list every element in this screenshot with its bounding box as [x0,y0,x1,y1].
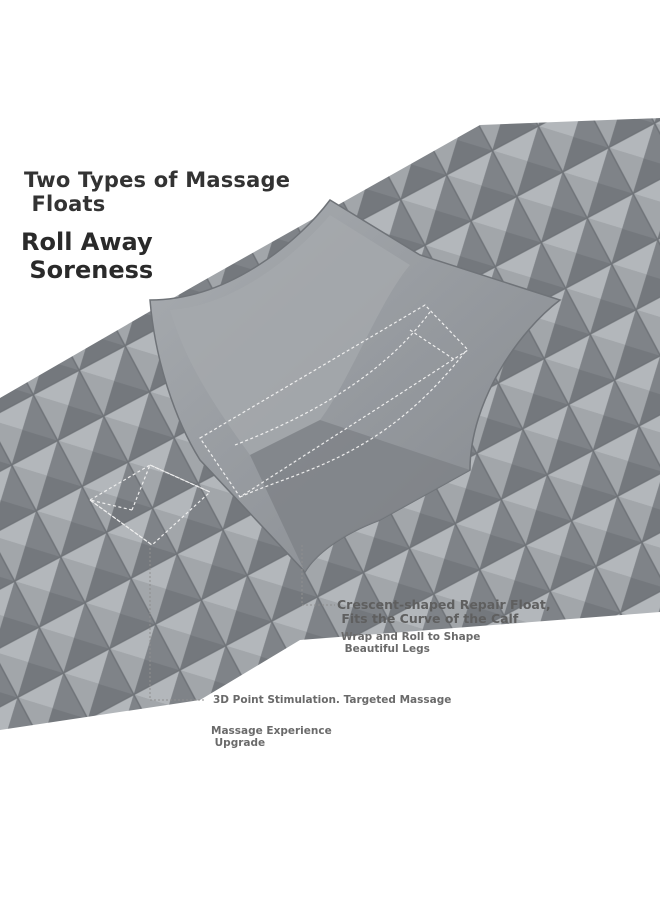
callout-crescent-subtitle: Wrap and Roll to Shape Beautiful Legs [341,631,481,655]
callout-point-title: 3D Point Stimulation. Targeted Massage [213,694,452,706]
callout-leader-lines [149,545,335,701]
background-lower [0,612,660,900]
callout-crescent-title: Crescent-shaped Repair Float, Fits the C… [337,597,551,626]
callout-point-subtitle: Massage Experience Upgrade [211,725,332,749]
headline-types: Two Types of Massage Floats [24,168,291,216]
headline-roll-away: Roll Away Soreness [21,228,154,284]
point-outline-dashed [88,464,212,546]
crescent-float [149,199,562,574]
crescent-outline-dashed [199,304,469,498]
roller-lower-band [0,440,660,700]
